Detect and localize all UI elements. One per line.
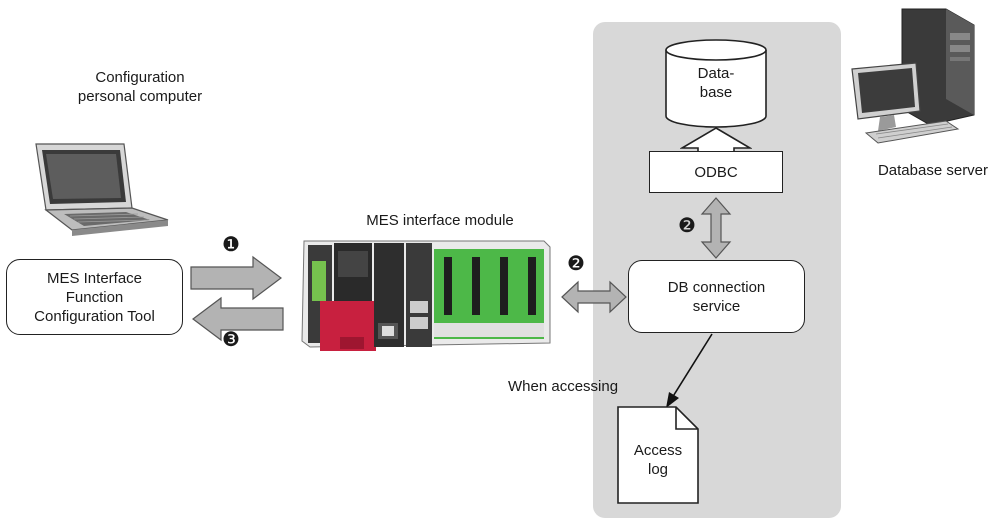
odbc-label: ODBC	[694, 163, 738, 181]
access-log-label: Access log	[618, 441, 698, 479]
configuration-tool-line2: Function	[65, 288, 124, 306]
step1-marker: ❶	[222, 234, 240, 256]
step3-arrow	[192, 296, 284, 342]
db-service-line1: DB connection	[667, 278, 766, 296]
when-accessing-label: When accessing	[508, 378, 619, 395]
step1-arrow	[190, 255, 282, 301]
config-pc-label: Configuration personal computer	[40, 68, 240, 106]
server-tower-icon	[851, 8, 975, 144]
odbc-box: ODBC	[649, 151, 783, 193]
db-service-line2: service	[692, 297, 741, 315]
database-icon	[665, 39, 767, 128]
database-server-label: Database server	[877, 162, 989, 179]
access-log-line2: log	[647, 461, 669, 478]
tool-arrows	[190, 255, 284, 342]
mes-module-label: MES interface module	[366, 212, 514, 229]
database-label-line2: base	[699, 84, 733, 101]
configuration-tool-line3: Configuration Tool	[34, 307, 155, 325]
step2-module-marker: ❷	[567, 253, 585, 275]
odbc-service-arrow	[700, 197, 732, 259]
step3-marker: ❸	[222, 329, 240, 351]
database-label: Data- base	[676, 64, 756, 102]
service-to-log-arrow	[666, 333, 713, 408]
plc-module-icon	[301, 240, 551, 351]
access-log-icon	[617, 406, 699, 504]
config-pc-label-line2: personal computer	[77, 88, 203, 105]
config-pc-label-line1: Configuration	[95, 69, 185, 86]
configuration-tool-box: MES Interface Function Configuration Too…	[6, 259, 183, 335]
configuration-tool-line1: MES Interface	[46, 269, 143, 287]
access-log-line1: Access	[633, 442, 683, 459]
db-connection-service-box: DB connection service	[628, 260, 805, 333]
step2-odbc-marker: ❷	[678, 215, 696, 237]
module-db-arrow	[561, 280, 627, 314]
laptop-icon	[35, 143, 169, 236]
database-label-line1: Data-	[697, 65, 735, 82]
